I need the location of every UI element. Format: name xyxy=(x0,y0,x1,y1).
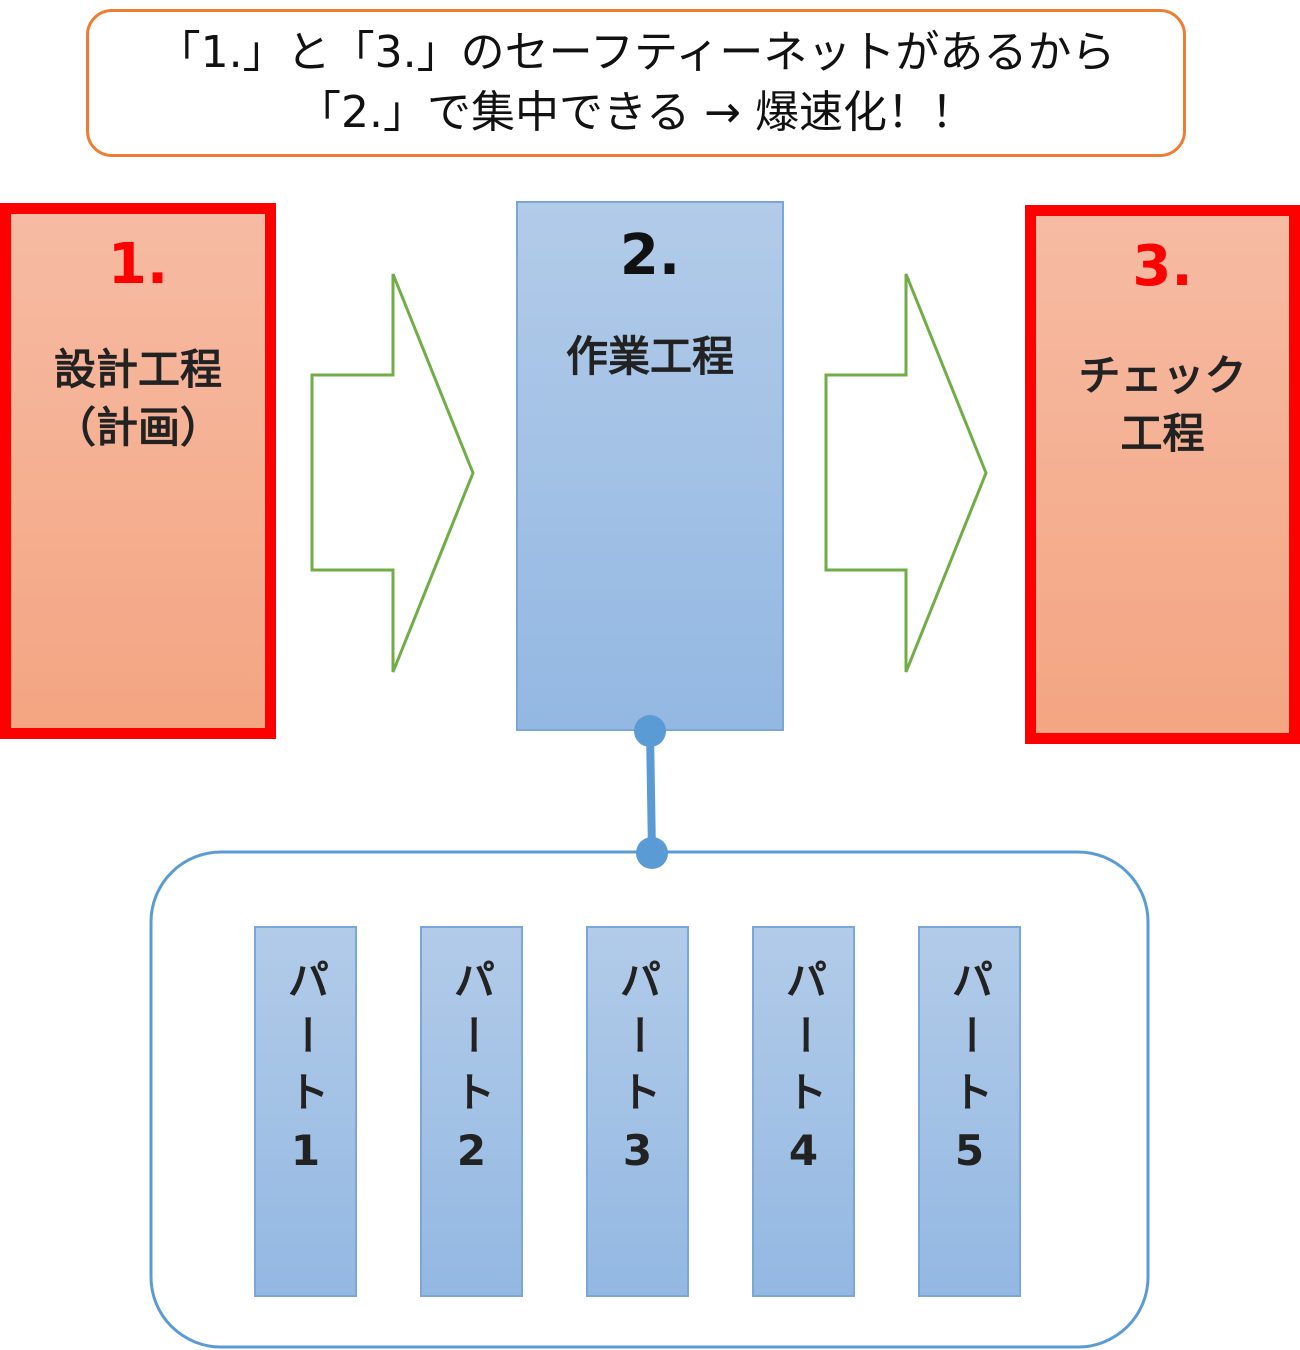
part-label: パート1 xyxy=(281,958,330,1189)
part-label: パート5 xyxy=(945,958,994,1189)
step-1-design: 1. 設計工程 （計画） xyxy=(0,203,276,739)
banner-line-1: 「1.」と「3.」のセーフティーネットがあるから xyxy=(156,27,1116,78)
step-3-check: 3. チェック 工程 xyxy=(1025,205,1300,744)
part-label: パート3 xyxy=(613,958,662,1189)
step-1-number: 1. xyxy=(107,232,169,297)
part-label: パート4 xyxy=(779,958,828,1189)
step-3-sublabel: 工程 xyxy=(1120,409,1205,458)
step-2-number: 2. xyxy=(619,223,681,288)
summary-banner: 「1.」と「3.」のセーフティーネットがあるから 「2.」で集中できる → 爆速… xyxy=(86,9,1186,157)
step-1-label: 設計工程 xyxy=(53,345,222,394)
step-3-label: チェック xyxy=(1078,351,1247,400)
part-label: パート2 xyxy=(447,958,496,1189)
connector-line xyxy=(646,730,656,854)
connector-dot xyxy=(634,715,666,747)
part-2: パート2 xyxy=(420,926,523,1297)
part-1: パート1 xyxy=(254,926,357,1297)
arrow-right-icon xyxy=(824,273,988,673)
part-4: パート4 xyxy=(752,926,855,1297)
banner-line-2: 「2.」で集中できる → 爆速化！！ xyxy=(297,87,975,138)
connector-dot xyxy=(636,837,668,869)
step-2-label: 作業工程 xyxy=(565,332,734,381)
part-5: パート5 xyxy=(918,926,1021,1297)
arrow-right-icon xyxy=(310,273,475,673)
step-1-sublabel: （計画） xyxy=(53,403,222,452)
step-3-number: 3. xyxy=(1132,234,1193,299)
part-3: パート3 xyxy=(586,926,689,1297)
